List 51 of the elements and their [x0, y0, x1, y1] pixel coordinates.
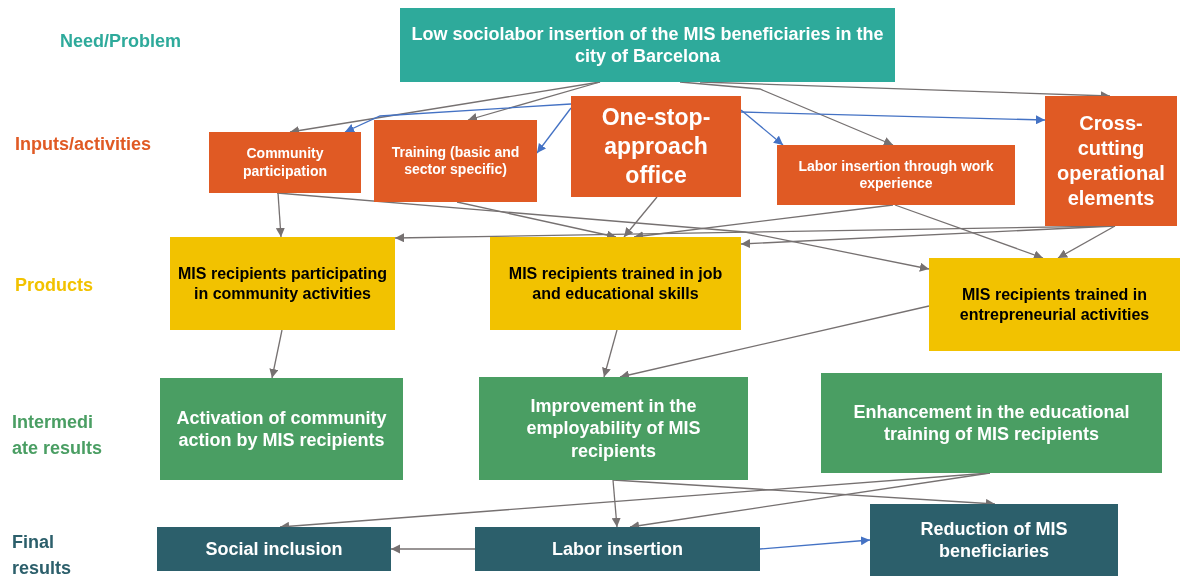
arrow: [275, 192, 285, 238]
row-label: Inputs/activities: [15, 133, 153, 156]
arrow: [740, 111, 1046, 125]
node-label: One-stop-approach office: [600, 103, 712, 190]
product-box: [170, 237, 395, 330]
row-label: Intermedi ate results: [12, 411, 104, 461]
product-box: [490, 237, 741, 330]
arrow: [344, 103, 572, 133]
node-label: MIS recipients trained in job and educational skills: [507, 263, 724, 304]
activity-box: [209, 132, 361, 193]
final-result-box: [475, 527, 760, 571]
node-label: Social inclusion: [205, 537, 343, 561]
final-result-box: [870, 504, 1118, 576]
node-label: Reduction of MIS beneficiaries: [919, 517, 1069, 563]
arrow: [623, 196, 658, 238]
node-label: Community participation: [242, 145, 328, 180]
activity-box: [777, 145, 1015, 205]
node-label: MIS recipients participating in community activities: [177, 263, 388, 304]
activity-box: [1045, 96, 1177, 226]
node-label: Improvement in the employability of MIS recipients: [525, 394, 702, 463]
result-box: [160, 378, 403, 480]
product-box: [929, 258, 1180, 351]
node-label: Labor insertion through work experience: [797, 157, 995, 193]
arrow: [759, 536, 871, 550]
arrow: [740, 109, 784, 146]
arrow: [536, 107, 572, 154]
node-label: Labor insertion: [552, 537, 683, 561]
arrow: [456, 201, 617, 240]
arrow: [894, 204, 1044, 260]
result-box: [821, 373, 1162, 473]
arrow: [619, 305, 930, 380]
arrow: [611, 479, 621, 528]
arrow: [1057, 225, 1116, 259]
node-label: MIS recipients trained in entrepreneurial activities: [958, 284, 1151, 325]
node-label: Cross-cutting operational elements: [1056, 111, 1166, 211]
activity-box: [374, 120, 537, 202]
arrow: [269, 329, 283, 379]
activity-box: [571, 96, 741, 197]
node-label: Enhancement in the educational training of MIS recipients: [852, 400, 1131, 446]
final-result-box: [157, 527, 391, 571]
arrow: [390, 544, 476, 554]
node-label: Training (basic and sector specific): [390, 143, 521, 179]
row-label: Need/Problem: [60, 30, 183, 53]
arrow: [467, 81, 601, 122]
row-label: Final results: [12, 531, 73, 576]
result-box: [479, 377, 748, 480]
problem-box: [400, 8, 895, 82]
row-label: Products: [15, 274, 94, 297]
arrow: [602, 329, 618, 378]
node-label: Activation of community action by MIS recipients: [175, 406, 388, 452]
node-label: Low sociolabor insertion of the MIS beneficiaries in the city of Barcelona: [410, 22, 885, 68]
